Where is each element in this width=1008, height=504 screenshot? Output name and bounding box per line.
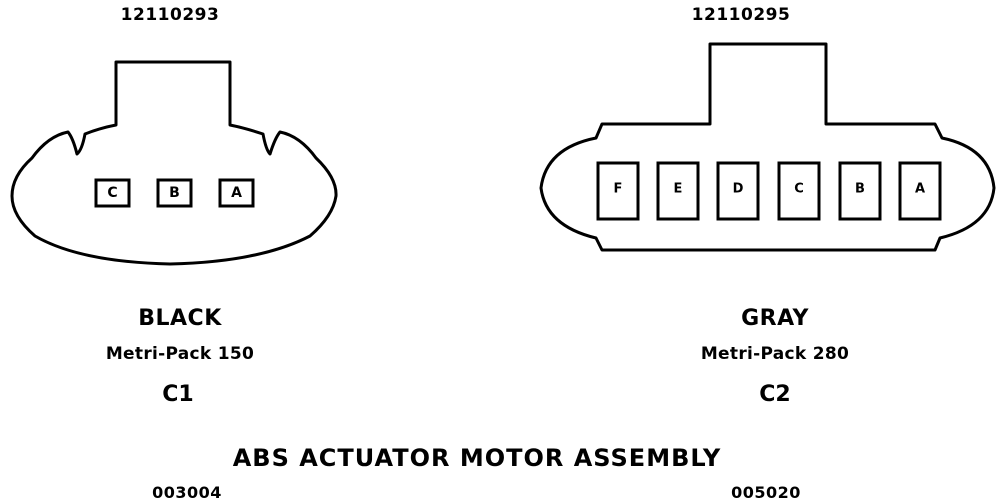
c2-part-number: 12110295 <box>691 5 791 25</box>
cavity-c2-A-letter: A <box>915 182 925 197</box>
cavity-c1-C-letter: C <box>107 185 117 201</box>
c2-connector-id: C2 <box>759 382 791 407</box>
cavity-c2-B-letter: B <box>855 182 865 197</box>
cavity-c2-A <box>898 161 942 221</box>
cavity-c2-F-letter: F <box>614 182 623 197</box>
c2-pack-label: Metri-Pack 280 <box>700 344 850 364</box>
c1-code: 003004 <box>152 483 222 502</box>
cavity-c2-B <box>838 161 882 221</box>
cavity-c1-B <box>156 178 193 208</box>
assembly-title: ABS ACTUATOR MOTOR ASSEMBLY <box>232 444 722 472</box>
cavity-c2-E <box>656 161 700 221</box>
cavity-c1-C <box>94 178 131 208</box>
cavity-c2-C-letter: C <box>794 182 804 197</box>
connector-c1-body: C B A <box>10 60 338 266</box>
cavity-c2-F <box>596 161 640 221</box>
c2-color-label: GRAY <box>741 306 809 331</box>
connector-c1-outline <box>10 60 338 266</box>
c1-color-label: BLACK <box>138 306 222 331</box>
cavity-c1-B-letter: B <box>169 185 180 201</box>
c2-code: 005020 <box>731 483 801 502</box>
cavity-c2-D-letter: D <box>733 182 744 197</box>
cavity-c2-C <box>777 161 821 221</box>
c1-part-number: 12110293 <box>120 5 220 25</box>
cavity-c2-D <box>716 161 760 221</box>
cavity-c1-A <box>218 178 255 208</box>
c1-connector-id: C1 <box>162 382 194 407</box>
connector-c2-outline <box>539 42 996 252</box>
cavity-c1-A-letter: A <box>231 185 242 201</box>
c1-pack-label: Metri-Pack 150 <box>105 344 255 364</box>
cavity-c2-E-letter: E <box>674 182 683 197</box>
connector-c2-body: F E D C B A <box>539 42 996 252</box>
